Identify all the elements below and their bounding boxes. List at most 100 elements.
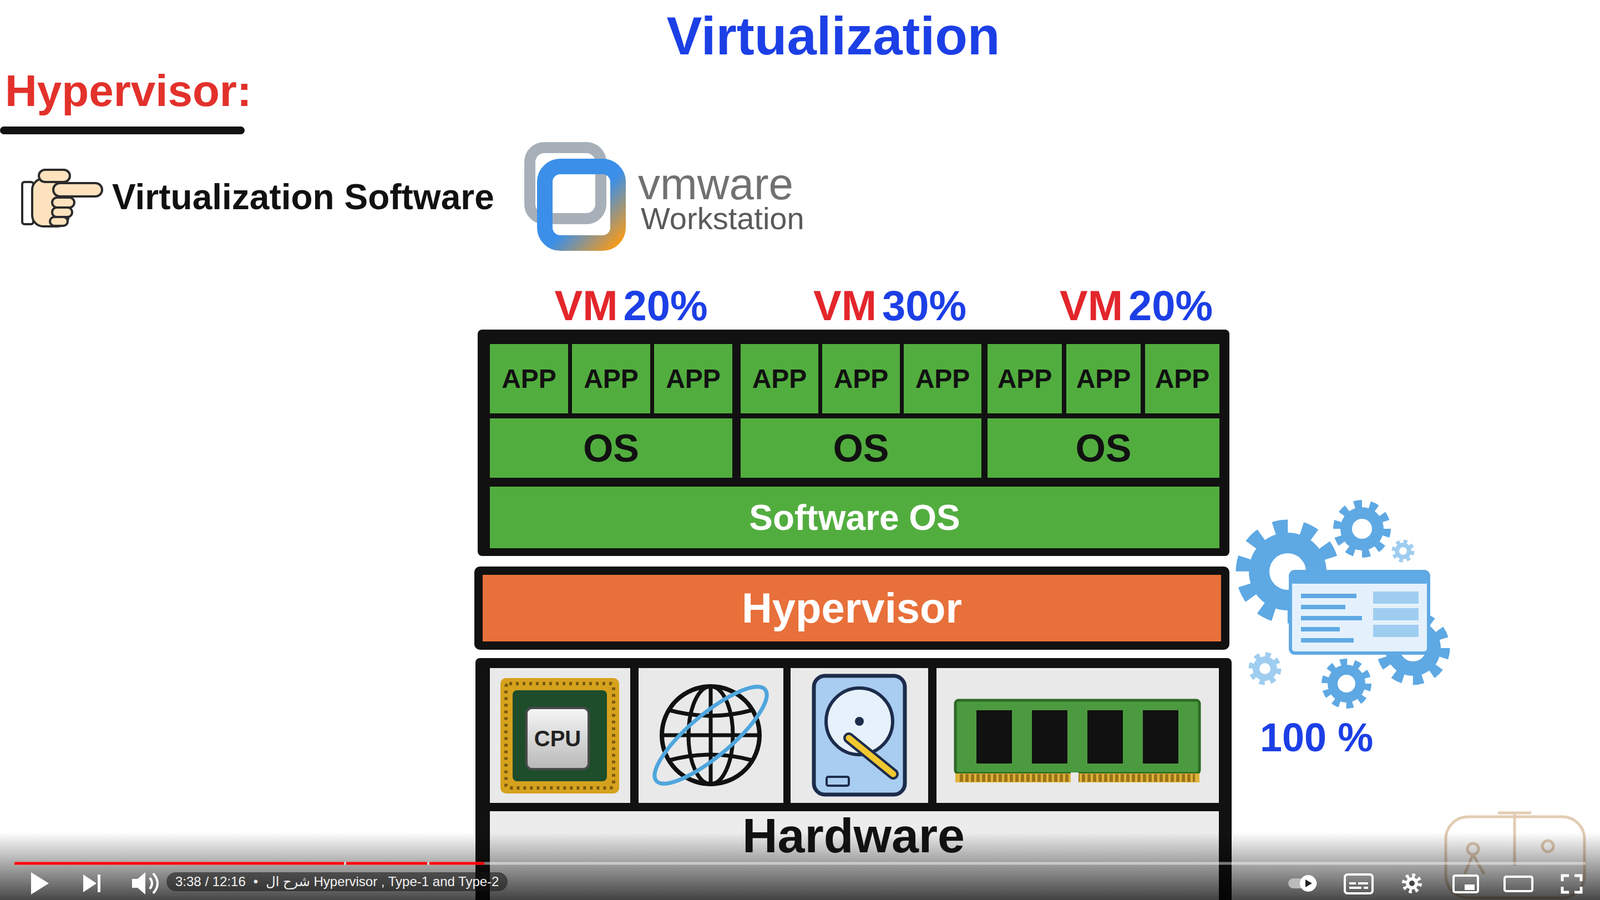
hypervisor-label-holder: Hypervisor [482, 574, 1222, 642]
hardware-frame [489, 667, 631, 803]
heading-underline [0, 126, 245, 135]
player-controls [1562, 875, 1582, 893]
progress-bar [14, 862, 344, 865]
pointing-hand [49, 216, 68, 226]
settings-window-icon [1373, 624, 1419, 637]
globe-icon [642, 673, 779, 798]
settings-window-icon [1300, 615, 1362, 621]
pointing-hand [53, 183, 103, 197]
app-label-holder: APP [489, 343, 569, 414]
hardware-frame [936, 667, 1219, 803]
player-controls [1464, 884, 1475, 890]
host-os-label: Software OS [748, 499, 961, 536]
player-controls [1504, 876, 1533, 891]
app-box: APP [740, 343, 819, 414]
player-controls [1349, 886, 1362, 889]
vm-label-holder: VM30% [769, 284, 1011, 327]
hypervisor-band: Hypervisor [474, 566, 1230, 650]
player-controls [1405, 877, 1419, 890]
app-box: APP [489, 343, 569, 414]
app-label-holder: APP [903, 343, 982, 414]
video-title: شرح ال Hypervisor , Type-1 and Type-2 [265, 874, 499, 889]
globe-icon [669, 710, 752, 716]
vm-label: 30% [882, 284, 967, 327]
os-label: OS [1075, 428, 1132, 468]
app-box: APP [654, 343, 733, 414]
progress-bar [346, 862, 428, 865]
app-label: APP [752, 365, 808, 393]
hardware-label: Hardware [742, 811, 965, 860]
player-controls [97, 874, 101, 893]
globe-icon [669, 754, 752, 761]
hard-disk-icon [848, 737, 894, 774]
os-label-holder: OS [987, 418, 1220, 478]
guest-os-box: OS [740, 418, 982, 478]
player-controls [149, 877, 153, 889]
pointing-hand [38, 169, 70, 182]
player-controls [1299, 874, 1317, 892]
player-controls [31, 872, 49, 895]
vm-stack-frame [477, 329, 1230, 556]
host-os-band: Software OS [489, 486, 1220, 549]
player-controls [1305, 879, 1313, 888]
gears-illustration [1337, 674, 1356, 693]
player-controls [1404, 875, 1420, 891]
app-label: APP [501, 365, 557, 393]
hard-disk-icon [813, 675, 905, 795]
ram-module [955, 700, 1200, 784]
cpu-label-holder: CPU [527, 709, 588, 768]
host-os-label-holder: Software OS [489, 486, 1220, 549]
app-label: APP [915, 365, 971, 393]
progress-bar [14, 862, 1586, 865]
vm-stack-frame [477, 329, 1230, 556]
vmware-logo [529, 147, 619, 243]
gears-illustration [1394, 542, 1412, 560]
heading-underline [0, 126, 245, 135]
cpu-chip-icon [500, 677, 620, 794]
vm-label: 20% [623, 284, 708, 327]
player-controls [1349, 882, 1356, 885]
player-controls [132, 872, 146, 895]
app-label-holder: APP [1066, 343, 1141, 414]
hypervisor-label: Hypervisor [741, 586, 962, 630]
gears-illustration [1340, 507, 1384, 551]
player-controls [31, 872, 1582, 895]
hardware-frame [638, 667, 784, 803]
settings-window-icon [1300, 593, 1357, 599]
app-label: APP [997, 365, 1053, 393]
cpu-chip-icon [505, 683, 614, 788]
product-name: Workstation [640, 203, 805, 235]
app-label-holder: APP [654, 343, 733, 414]
app-label: APP [833, 365, 889, 393]
section-heading: Hypervisor: [4, 68, 252, 114]
usage-percent: 100 % [1259, 717, 1374, 758]
ram-module [955, 700, 1200, 774]
settings-window-icon [1300, 638, 1354, 643]
gears-illustration [1327, 664, 1366, 703]
ram-module [1142, 710, 1179, 764]
pointing-hand [52, 197, 75, 208]
app-box: APP [1145, 343, 1220, 414]
globe-icon [661, 686, 760, 784]
virtual-machine: APPAPPAPPOSVM20% [489, 343, 733, 478]
app-label: APP [665, 365, 721, 393]
app-box: APP [822, 343, 900, 414]
player-controls [1409, 880, 1415, 886]
cpu-label: CPU [534, 727, 581, 750]
hardware-box: CPU Hardware [475, 657, 1232, 900]
ram-module [1031, 710, 1068, 764]
os-label-holder: OS [489, 418, 733, 478]
pointing-hand [52, 207, 73, 217]
app-box: APP [571, 343, 651, 414]
diagram-title: Virtualization [666, 9, 1001, 63]
hard-disk-icon [813, 675, 905, 795]
app-box: APP [903, 343, 982, 414]
app-label-holder: APP [822, 343, 900, 414]
vmware-logo [544, 166, 619, 243]
ram-module [976, 710, 1012, 764]
gears-illustration [1352, 518, 1372, 539]
app-label-holder: APP [571, 343, 651, 414]
guest-os-box: OS [987, 418, 1220, 478]
vm-label-holder: VM20% [1020, 284, 1253, 327]
